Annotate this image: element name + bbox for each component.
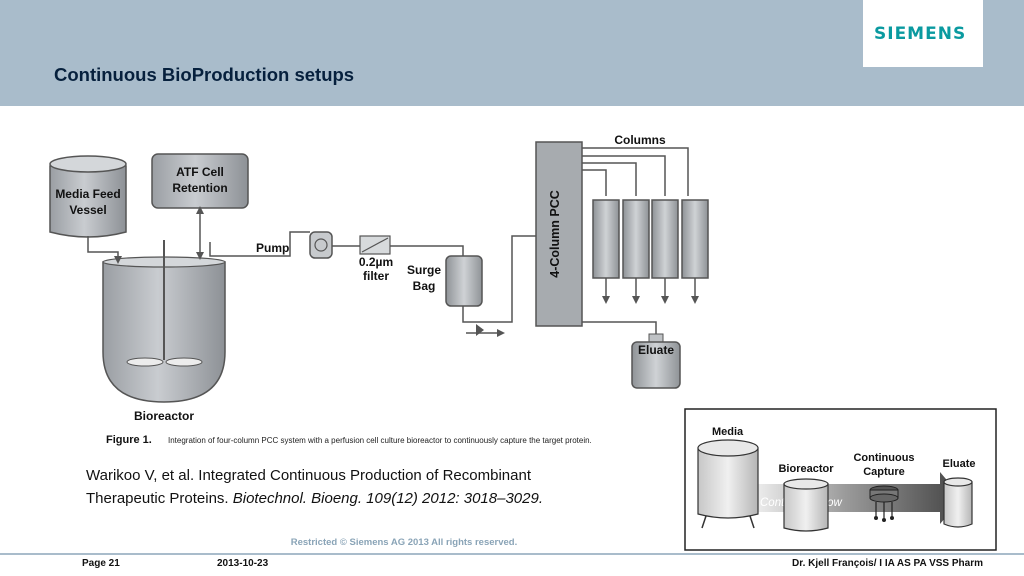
logo-box: SIEMENS [863, 0, 983, 67]
inset-eluate-label: Eluate [942, 458, 975, 470]
footer-author: Dr. Kjell François/ I IA AS PA VSS Pharm [792, 558, 983, 569]
continuous-flow-inset: Continuous flow Media Bioreactor Continu… [684, 408, 997, 551]
media-feed-label-1: Media Feed [55, 187, 120, 201]
filter-label-1: 0.2µm [359, 255, 393, 269]
inset-eluate-bottle [943, 477, 973, 528]
footer-divider [0, 553, 1024, 555]
bioreactor-label: Bioreactor [134, 409, 194, 423]
citation-journal: Biotechnol. Bioeng. 109(12) 2012: 3018–3… [232, 490, 543, 507]
atf-cell-retention: ATF Cell Retention [151, 153, 249, 209]
footer-restricted-notice: Restricted © Siemens AG 2013 All rights … [290, 537, 518, 548]
header-bar: Continuous BioProduction setups SIEMENS [0, 0, 1024, 106]
eluate-label: Eluate [638, 343, 674, 357]
footer-page-number: Page 21 [82, 558, 120, 569]
inset-capture-label-1: Continuous [853, 452, 914, 464]
footer-date: 2013-10-23 [217, 558, 269, 569]
media-feed-label-2: Vessel [69, 203, 106, 217]
pump: Pump [256, 231, 333, 259]
atf-label-2: Retention [172, 181, 227, 195]
inset-media-drum [697, 439, 759, 529]
inset-capture-device [869, 485, 899, 522]
surge-label-1: Surge [407, 263, 441, 277]
citation-line-2: Therapeutic Proteins. Biotechnol. Bioeng… [86, 487, 666, 510]
bioreactor-vessel: Bioreactor [102, 240, 226, 423]
figure-caption-text: Integration of four-column PCC system wi… [168, 436, 592, 445]
surge-bag: Surge Bag [407, 255, 483, 307]
page-title: Continuous BioProduction setups [54, 64, 355, 85]
inset-capture-label-2: Capture [863, 466, 905, 478]
columns-label: Columns [614, 133, 666, 147]
siemens-logo: SIEMENS [874, 24, 967, 44]
citation-line-2-plain: Therapeutic Proteins. [86, 490, 233, 507]
inset-bioreactor [783, 478, 829, 532]
pump-label: Pump [256, 241, 289, 255]
flow-lines [87, 147, 689, 336]
inset-media-label: Media [712, 426, 744, 438]
pcc-label: 4-Column PCC [548, 190, 562, 278]
filter-label-2: filter [363, 269, 389, 283]
citation: Warikoo V, et al. Integrated Continuous … [86, 464, 666, 510]
surge-label-2: Bag [413, 279, 436, 293]
pcc-unit: 4-Column PCC [535, 141, 583, 327]
filter: 0.2µm filter [359, 235, 393, 283]
citation-line-1: Warikoo V, et al. Integrated Continuous … [86, 467, 531, 484]
atf-label-1: ATF Cell [176, 165, 224, 179]
figure-caption-label: Figure 1. [106, 434, 152, 446]
media-feed-vessel: Media Feed Vessel [49, 155, 127, 238]
eluate-container: Eluate [631, 333, 681, 389]
inset-bioreactor-label: Bioreactor [778, 463, 834, 475]
chromatography-columns: Columns [592, 133, 709, 304]
